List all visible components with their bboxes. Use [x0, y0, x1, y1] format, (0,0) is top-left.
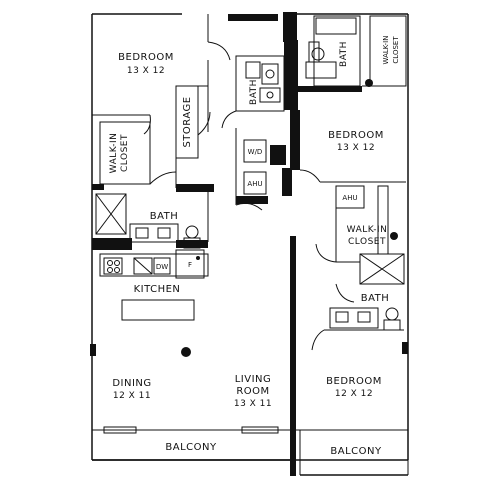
storage-label: STORAGE	[182, 96, 193, 147]
balcony-walls	[92, 426, 409, 476]
dining-size: 12 X 11	[113, 391, 151, 401]
balcony-right-label: BALCONY	[330, 446, 382, 457]
right-rooms-walls	[299, 169, 406, 351]
bath-left-label: BATH	[150, 211, 179, 222]
kitchen-label: KITCHEN	[134, 284, 181, 295]
walk-in-closet-top-right-line2: CLOSET	[392, 36, 400, 64]
utility-right: AHU	[342, 194, 357, 202]
balcony-left-label: BALCONY	[165, 442, 217, 453]
living-room-label-line2: ROOM	[236, 386, 269, 397]
walk-in-closet-top-right-line1: WALK-IN	[382, 36, 390, 65]
dining-label: DINING	[112, 378, 151, 389]
utility-left: W/D AHU	[243, 139, 267, 195]
bedroom-right-label: BEDROOM	[328, 130, 384, 141]
bath-left-walls	[92, 192, 209, 250]
kitchen-island	[121, 299, 195, 321]
fridge-label: F	[188, 261, 192, 269]
washer-dryer-box	[243, 139, 267, 163]
bedroom-bottom-right-label: BEDROOM	[326, 376, 382, 387]
ahu-right-label: AHU	[342, 194, 357, 202]
column-dot	[181, 347, 191, 357]
walk-in-closet-left-line1: WALK-IN	[109, 133, 119, 174]
dishwasher-label: DW	[156, 263, 168, 271]
bedroom-bottom-right-size: 12 X 12	[335, 389, 373, 399]
kitchen-dot	[196, 256, 200, 260]
bedroom-right-size: 13 X 12	[337, 143, 375, 153]
living-room-label-line1: LIVING	[235, 374, 272, 385]
bedroom-top-left-label: BEDROOM	[118, 52, 174, 63]
walk-in-closet-right-line1: WALK-IN	[347, 225, 388, 235]
kitchen-counter: DW F	[99, 249, 209, 321]
bath-top-right-walls	[298, 15, 407, 92]
bath-right-label: BATH	[361, 293, 390, 304]
living-room-size: 13 X 11	[234, 399, 272, 409]
walk-in-closet-right-line2: CLOSET	[348, 237, 386, 247]
bath-top-right-label: BATH	[339, 41, 349, 67]
washer-dryer-label: W/D	[248, 148, 263, 156]
bath-center-label: BATH	[249, 79, 259, 105]
central-spine	[270, 40, 300, 196]
walk-in-closet-left-line2: CLOSET	[120, 134, 130, 172]
living-bedroom-divider	[290, 236, 296, 476]
bath-center-walls	[221, 55, 285, 211]
ahu-left-box	[243, 171, 267, 195]
ahu-left-label: AHU	[247, 180, 262, 188]
bedroom-top-left-size: 13 X 12	[127, 66, 165, 76]
bedroom-top-left-walls	[92, 14, 231, 192]
top-wall-segments	[228, 12, 297, 42]
